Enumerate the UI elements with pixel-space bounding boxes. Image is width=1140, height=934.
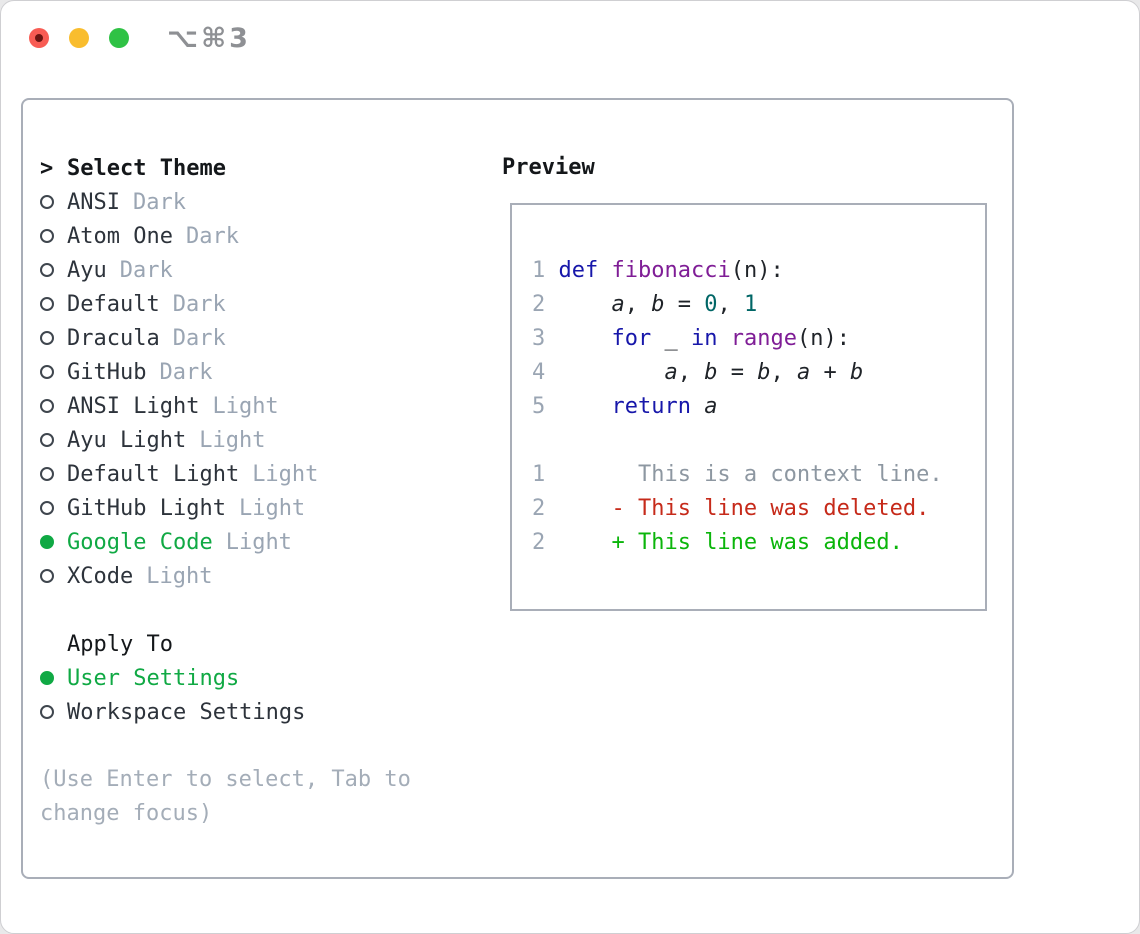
diff-line-1: 1 This is a context line.: [532, 462, 943, 487]
diff-line-2: 2 - This line was deleted.: [532, 496, 930, 521]
diff-line-3: 2 + This line was added.: [532, 530, 903, 555]
apply-to-title: Apply To: [67, 631, 173, 657]
help-line-2: change focus): [40, 801, 213, 826]
theme-item-github-light[interactable]: GitHub Light Light: [40, 491, 411, 525]
theme-variant-tag: Light: [212, 393, 279, 419]
radio-icon: [40, 501, 67, 515]
radio-icon: [40, 365, 67, 379]
code-line-5: 5 return a: [532, 394, 718, 419]
theme-item-label: GitHub Light: [67, 495, 226, 521]
cursor-marker-icon: >: [40, 155, 54, 181]
theme-variant-tag: Light: [238, 495, 306, 521]
theme-variant-tag: Light: [252, 461, 319, 487]
radio-icon: [40, 399, 67, 413]
theme-variant-tag: Dark: [132, 189, 186, 215]
apply-option-label: Workspace Settings: [67, 699, 306, 725]
theme-item-ayu[interactable]: Ayu Dark: [40, 253, 411, 287]
theme-variant-tag: Dark: [172, 325, 226, 351]
help-text: (Use Enter to select, Tab to change focu…: [40, 763, 411, 831]
apply-option-user-settings[interactable]: User Settings: [40, 661, 411, 695]
preview-column: Preview 1 def fibonacci(n): 2 a, b = 0, 1…: [502, 151, 987, 611]
select-theme-title: Select Theme: [67, 155, 226, 181]
theme-item-github[interactable]: GitHub Dark: [40, 355, 411, 389]
theme-item-xcode[interactable]: XCode Light: [40, 559, 411, 593]
theme-variant-tag: Light: [199, 427, 266, 453]
radio-icon: [40, 195, 67, 209]
close-dot-icon: [35, 34, 43, 42]
radio-icon: [40, 331, 67, 345]
theme-item-label: XCode: [67, 563, 134, 589]
theme-item-default[interactable]: Default Dark: [40, 287, 411, 321]
theme-item-atom-one[interactable]: Atom One Dark: [40, 219, 411, 253]
theme-variant-tag: Dark: [172, 291, 226, 317]
theme-item-label: Atom One: [67, 223, 173, 249]
theme-item-label: Default Light: [67, 461, 240, 487]
theme-variant-tag: Dark: [185, 223, 239, 249]
theme-item-label: Dracula: [67, 325, 160, 351]
theme-variant-tag: Dark: [159, 359, 213, 385]
theme-item-label: Google Code: [67, 529, 213, 555]
theme-item-default-light[interactable]: Default Light Light: [40, 457, 411, 491]
theme-item-label: ANSI: [67, 189, 120, 215]
minimize-button-icon[interactable]: [69, 28, 89, 48]
theme-item-label: Default: [67, 291, 160, 317]
theme-item-ansi-light[interactable]: ANSI Light Light: [40, 389, 411, 423]
radio-icon: [40, 569, 67, 583]
radio-icon: [40, 433, 67, 447]
window-title: ⌥⌘3: [167, 23, 251, 54]
code-preview: 1 def fibonacci(n): 2 a, b = 0, 1 3 for _ …: [532, 254, 985, 424]
radio-icon: [40, 705, 67, 719]
code-line-2: 2 a, b = 0, 1: [532, 292, 758, 317]
theme-item-google-code[interactable]: Google Code Light: [40, 525, 411, 559]
theme-item-ayu-light[interactable]: Ayu Light Light: [40, 423, 411, 457]
selected-radio-icon: [40, 671, 67, 685]
theme-variant-tag: Dark: [119, 257, 173, 283]
help-line-1: (Use Enter to select, Tab to: [40, 767, 411, 792]
apply-option-workspace-settings[interactable]: Workspace Settings: [40, 695, 411, 729]
apply-option-label: User Settings: [67, 665, 240, 691]
theme-item-dracula[interactable]: Dracula Dark: [40, 321, 411, 355]
code-line-4: 4 a, b = b, a + b: [532, 360, 864, 385]
close-button-icon[interactable]: [29, 28, 49, 48]
zoom-button-icon[interactable]: [109, 28, 129, 48]
selected-radio-icon: [40, 535, 67, 549]
select-theme-header: > Select Theme: [40, 151, 411, 185]
diff-preview: 1 This is a context line. 2 - This line w…: [532, 458, 985, 560]
preview-box: 1 def fibonacci(n): 2 a, b = 0, 1 3 for _ …: [510, 203, 987, 611]
theme-variant-tag: Light: [146, 563, 213, 589]
title-bar: ⌥⌘3: [1, 1, 1139, 71]
apply-to-header: Apply To: [40, 627, 411, 661]
preview-title: Preview: [502, 155, 595, 180]
code-line-1: 1 def fibonacci(n):: [532, 258, 784, 283]
radio-icon: [40, 263, 67, 277]
radio-icon: [40, 229, 67, 243]
radio-icon: [40, 297, 67, 311]
radio-icon: [40, 467, 67, 481]
theme-item-label: Ayu Light: [67, 427, 187, 453]
theme-variant-tag: Light: [225, 529, 292, 555]
theme-item-label: Ayu: [67, 257, 107, 283]
theme-item-label: ANSI Light: [67, 393, 200, 419]
code-line-3: 3 for _ in range(n):: [532, 326, 850, 351]
theme-item-ansi[interactable]: ANSI Dark: [40, 185, 411, 219]
theme-item-label: GitHub: [67, 359, 147, 385]
